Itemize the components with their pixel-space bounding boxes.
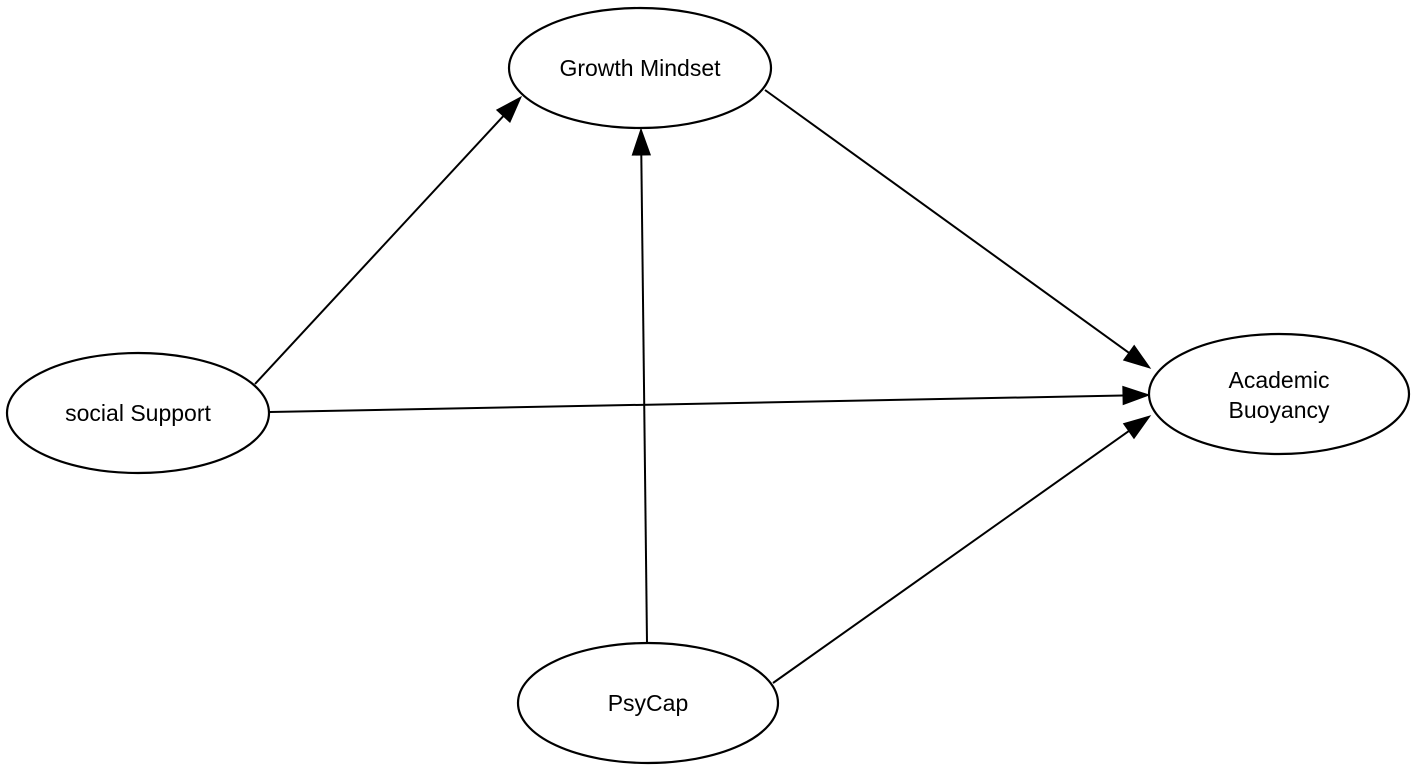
edge-psycap-to-academic-buoyancy bbox=[772, 415, 1152, 684]
edge-line bbox=[269, 394, 1124, 413]
node-ellipse bbox=[507, 6, 773, 130]
node-ellipse bbox=[5, 351, 271, 475]
node-ellipse bbox=[516, 641, 780, 765]
arrowhead-icon bbox=[1122, 385, 1151, 406]
node-social-support: social Support bbox=[5, 351, 271, 475]
edges-layer bbox=[254, 89, 1152, 684]
edge-social-support-to-growth-mindset bbox=[254, 95, 523, 385]
node-growth-mindset: Growth Mindset bbox=[507, 6, 773, 130]
edge-line bbox=[772, 430, 1130, 684]
node-label: Growth Mindset bbox=[559, 55, 721, 81]
edge-line bbox=[254, 115, 505, 385]
edge-growth-mindset-to-academic-buoyancy bbox=[764, 89, 1152, 369]
arrowhead-icon bbox=[1122, 344, 1152, 369]
node-psycap: PsyCap bbox=[516, 641, 780, 765]
node-label: PsyCap bbox=[608, 690, 689, 716]
edge-social-support-to-academic-buoyancy bbox=[269, 385, 1151, 413]
edge-psycap-to-growth-mindset bbox=[631, 127, 652, 644]
edge-line bbox=[640, 154, 648, 644]
arrowhead-icon bbox=[1122, 415, 1152, 440]
arrowhead-icon bbox=[631, 127, 652, 156]
edge-line bbox=[764, 89, 1130, 354]
node-label: social Support bbox=[65, 400, 211, 426]
node-ellipse bbox=[1147, 332, 1411, 456]
arrowhead-icon bbox=[495, 95, 523, 124]
